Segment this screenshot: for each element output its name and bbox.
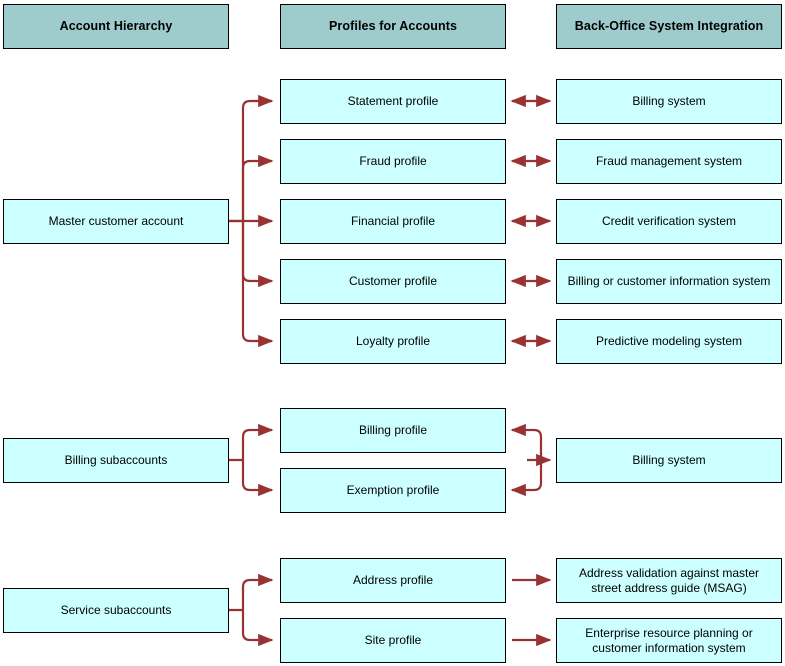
column-header-account-hierarchy: Account Hierarchy	[3, 4, 229, 49]
node-fraud-profile-label: Fraud profile	[359, 154, 427, 169]
node-financial-profile-label: Financial profile	[350, 214, 436, 229]
node-service-subaccounts-label: Service subaccounts	[60, 603, 172, 618]
node-customer-profile-label: Customer profile	[348, 274, 438, 289]
node-billing-subaccounts: Billing subaccounts	[3, 438, 229, 483]
node-address-validation-msag: Address validation against master street…	[556, 558, 782, 603]
node-fraud-profile: Fraud profile	[280, 139, 506, 184]
node-service-subaccounts: Service subaccounts	[3, 588, 229, 633]
node-billing-profile: Billing profile	[280, 408, 506, 453]
column-header-profiles-for-accounts-label: Profiles for Accounts	[328, 18, 458, 33]
node-billing-system-2: Billing system	[556, 438, 782, 483]
node-predictive-modeling-system-label: Predictive modeling system	[595, 334, 743, 349]
connector-billing-subaccounts-to-exemption-profile	[241, 460, 274, 497]
node-master-customer-account: Master customer account	[3, 199, 229, 244]
connector-master-to-loyalty-profile	[241, 221, 274, 348]
node-billing-system-2-label: Billing system	[632, 453, 706, 468]
node-erp-or-customer-information-system-label: Enterprise resource planning or customer…	[585, 625, 753, 655]
column-header-account-hierarchy-label: Account Hierarchy	[59, 18, 173, 33]
node-address-profile: Address profile	[280, 558, 506, 603]
node-credit-verification-system: Credit verification system	[556, 199, 782, 244]
node-exemption-profile: Exemption profile	[280, 468, 506, 513]
node-statement-profile: Statement profile	[280, 79, 506, 124]
node-statement-profile-label: Statement profile	[347, 94, 439, 109]
node-billing-system-1-label: Billing system	[632, 94, 706, 109]
node-loyalty-profile: Loyalty profile	[280, 319, 506, 364]
node-billing-system-1: Billing system	[556, 79, 782, 124]
node-site-profile: Site profile	[280, 618, 506, 663]
node-billing-or-customer-information-system-label: Billing or customer information system	[567, 274, 771, 289]
node-erp-or-customer-information-system: Enterprise resource planning or customer…	[556, 618, 782, 663]
connector-billing-system-to-exemption-profile	[510, 460, 543, 497]
connector-service-subaccounts-to-site-profile	[241, 610, 274, 647]
node-billing-profile-label: Billing profile	[358, 423, 428, 438]
column-header-back-office-system-integration: Back-Office System Integration	[556, 4, 782, 49]
node-address-validation-msag-label: Address validation against master street…	[578, 565, 760, 595]
node-site-profile-label: Site profile	[364, 633, 422, 648]
node-loyalty-profile-label: Loyalty profile	[355, 334, 431, 349]
node-billing-subaccounts-label: Billing subaccounts	[64, 453, 168, 468]
node-financial-profile: Financial profile	[280, 199, 506, 244]
node-customer-profile: Customer profile	[280, 259, 506, 304]
node-credit-verification-system-label: Credit verification system	[601, 214, 737, 229]
node-billing-or-customer-information-system: Billing or customer information system	[556, 259, 782, 304]
node-exemption-profile-label: Exemption profile	[346, 483, 440, 498]
connector-billing-system-to-billing-profile	[510, 423, 543, 460]
node-predictive-modeling-system: Predictive modeling system	[556, 319, 782, 364]
connector-master-to-customer-profile	[241, 221, 274, 288]
node-fraud-management-system-label: Fraud management system	[595, 154, 743, 169]
node-fraud-management-system: Fraud management system	[556, 139, 782, 184]
column-header-profiles-for-accounts: Profiles for Accounts	[280, 4, 506, 49]
node-address-profile-label: Address profile	[352, 573, 434, 588]
node-master-customer-account-label: Master customer account	[48, 214, 184, 229]
column-header-back-office-system-integration-label: Back-Office System Integration	[574, 18, 764, 33]
connector-master-to-statement-profile	[229, 94, 274, 223]
connector-billing-subaccounts-to-billing-profile	[229, 423, 274, 462]
connector-master-to-fraud-profile	[241, 154, 274, 221]
connector-service-subaccounts-to-address-profile	[229, 573, 274, 612]
